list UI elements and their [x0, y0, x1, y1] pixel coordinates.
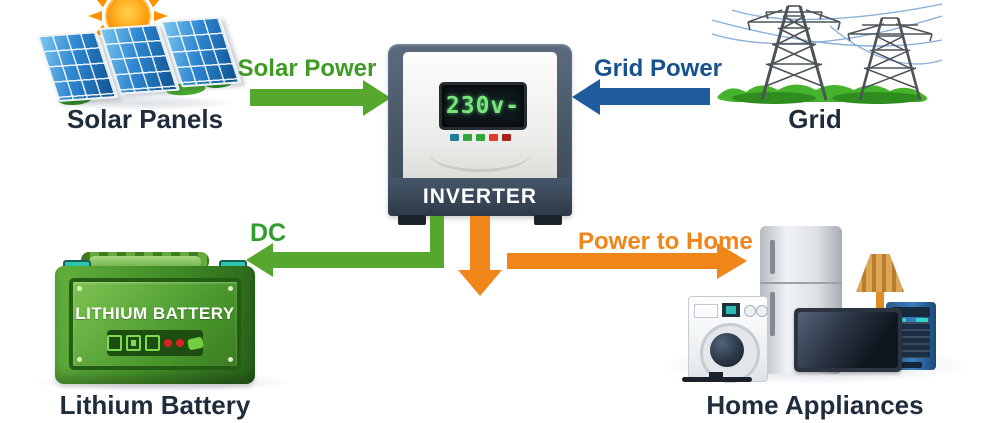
washing-machine-icon: [688, 296, 768, 383]
dc-label: DC: [250, 219, 287, 247]
stabilizer-led: [916, 318, 928, 323]
inverter-led: [488, 134, 498, 141]
lamp-shade: [856, 254, 904, 292]
inverter-foot: [398, 215, 426, 225]
battery-front-panel: LITHIUM BATTERY: [69, 278, 241, 370]
fridge-divider: [760, 282, 842, 284]
battery-cell-icon: [107, 335, 122, 351]
screw-icon: [228, 286, 233, 291]
stabilizer-foot: [900, 362, 922, 368]
solar-power-label: Solar Power: [237, 55, 377, 82]
tv-stand-base: [682, 377, 752, 382]
output-arrow-vertical: [470, 216, 490, 270]
inverter-display-value: 230v-: [445, 93, 521, 119]
washer-controls: [694, 302, 768, 319]
power-to-home-arrow: [507, 253, 717, 269]
battery-cell-icon: [126, 335, 141, 351]
battery-indicator-panel: [107, 330, 204, 356]
grid-power-arrowhead-icon: [572, 79, 600, 115]
grid-power-arrow: [600, 88, 710, 105]
washer-drawer: [694, 304, 718, 318]
inverter-display: 230v-: [439, 82, 527, 130]
battery-top-bar: [89, 256, 201, 268]
washer-door: [700, 323, 760, 383]
battery-label: Lithium Battery: [59, 390, 251, 420]
inverter-led: [462, 134, 472, 141]
dc-arrow-vertical: [430, 216, 444, 256]
inverter-led: [475, 134, 485, 141]
tv-stand: [709, 372, 723, 378]
output-arrowhead-icon: [458, 270, 502, 296]
inverter-name-band: INVERTER: [388, 178, 572, 216]
solar-power-arrowhead-icon: [363, 80, 391, 116]
grid-label: Grid: [788, 104, 842, 134]
inverter-node: 230v- INVERTER: [388, 44, 572, 225]
inverter-led: [449, 134, 459, 141]
inverter-name-label: INVERTER: [422, 185, 538, 208]
lithium-battery-icon: LITHIUM BATTERY: [55, 246, 255, 388]
screw-icon: [77, 286, 82, 291]
inverter-led: [501, 134, 511, 141]
washer-knob: [744, 305, 756, 317]
transmission-towers-icon: [712, 3, 942, 104]
screw-icon: [77, 357, 82, 362]
fridge-handle: [770, 240, 775, 274]
power-to-home-arrowhead-icon: [717, 243, 747, 279]
inverter-panel-seam: [429, 153, 531, 172]
lamp-stem: [876, 292, 884, 314]
dc-arrow-horizontal: [272, 252, 444, 268]
solar-power-arrow: [250, 89, 363, 106]
washer-glass: [710, 333, 744, 367]
home-appliances-icons: [662, 222, 967, 386]
battery-case-text: LITHIUM BATTERY: [75, 304, 235, 323]
television-icon: [794, 308, 902, 372]
battery-led-icon: [164, 339, 172, 347]
battery-led-icon: [176, 339, 184, 347]
solar-panels-label: Solar Panels: [66, 104, 224, 134]
solar-panels-shadow: [50, 96, 235, 110]
battery-body: LITHIUM BATTERY: [55, 266, 255, 384]
stabilizer-display: [892, 307, 930, 317]
battery-charge-icon: [187, 336, 204, 350]
home-appliances-label: Home Appliances: [706, 390, 924, 420]
grid-power-label: Grid Power: [593, 55, 723, 82]
tv-screen: [798, 312, 898, 368]
inverter-led-strip: [388, 134, 572, 141]
washer-knob: [756, 305, 768, 317]
fridge-handle: [770, 292, 775, 336]
screw-icon: [228, 357, 233, 362]
battery-cell-icon: [145, 335, 160, 351]
inverter-foot: [534, 215, 562, 225]
washer-display: [722, 303, 740, 317]
